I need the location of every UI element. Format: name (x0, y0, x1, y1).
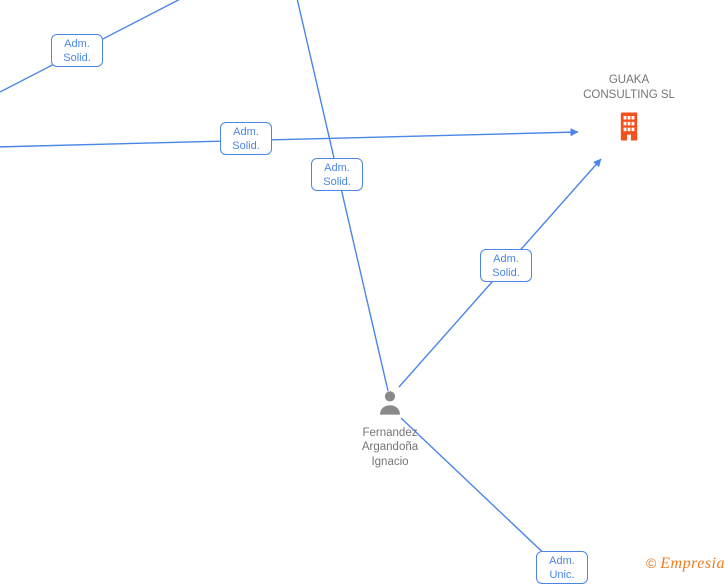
edge-label-line2: Solid. (232, 140, 260, 152)
person-icon (330, 389, 450, 422)
node-person-fernandez-argandona-ignacio[interactable]: Fernandez Argandoña Ignacio (330, 389, 450, 469)
edge-label-line2: Unic. (549, 569, 575, 581)
edge-label-adm-solid-2[interactable]: Adm. Solid. (220, 122, 272, 155)
edge-label-line1: Adm. (233, 126, 259, 138)
edge-label-line1: Adm. (64, 38, 90, 50)
edge-adm-solid-3 (296, 0, 389, 392)
edge-label-line1: Adm. (549, 555, 575, 567)
person-name-line3: Ignacio (371, 455, 409, 468)
edge-label-line2: Solid. (63, 52, 91, 64)
empresia-logo[interactable]: © Empresia (646, 555, 725, 573)
person-name-line1: Fernandez (362, 426, 418, 439)
edge-adm-solid-2 (0, 128, 579, 148)
edge-label-adm-solid-1[interactable]: Adm. Solid. (51, 34, 103, 67)
person-name-line2: Argandoña (361, 441, 419, 453)
edge-label-adm-solid-4[interactable]: Adm. Solid. (480, 249, 532, 282)
edge-label-adm-solid-3[interactable]: Adm. Solid. (311, 158, 363, 191)
edge-label-line1: Adm. (493, 253, 519, 265)
edge-label-adm-unico-5[interactable]: Adm. Unic. (536, 551, 588, 584)
edge-label-line2: Solid. (492, 267, 520, 279)
company-name-line1: GUAKA (608, 74, 650, 86)
edge-label-line2: Solid. (323, 176, 351, 188)
company-name-line2: CONSULTING SL (583, 88, 675, 101)
copyright-symbol: © (646, 555, 657, 571)
company-building-icon (559, 111, 699, 147)
node-company-guaka-consulting[interactable]: GUAKA CONSULTING SL (559, 73, 699, 147)
brand-name: Empresia (660, 555, 725, 572)
edge-label-line1: Adm. (324, 162, 350, 174)
